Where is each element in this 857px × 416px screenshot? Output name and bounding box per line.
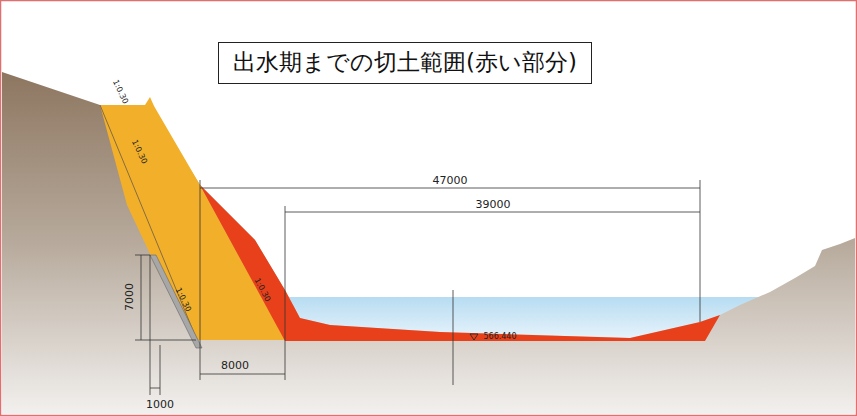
retaining-wall xyxy=(150,255,202,348)
dimension: 39000 xyxy=(476,199,511,210)
ground xyxy=(2,72,855,414)
elevation-label: 566.440 xyxy=(483,333,516,341)
dimension: 1000 xyxy=(146,399,174,410)
level-mark xyxy=(470,334,478,340)
dimension: 7000 xyxy=(124,283,135,311)
dimension-lines xyxy=(135,180,700,395)
dimension: 8000 xyxy=(221,360,249,371)
title-box: 出水期までの切土範囲(赤い部分) xyxy=(218,42,592,84)
cut-orange xyxy=(100,97,285,340)
dimension: 47000 xyxy=(433,175,468,186)
cut-red xyxy=(200,185,720,341)
